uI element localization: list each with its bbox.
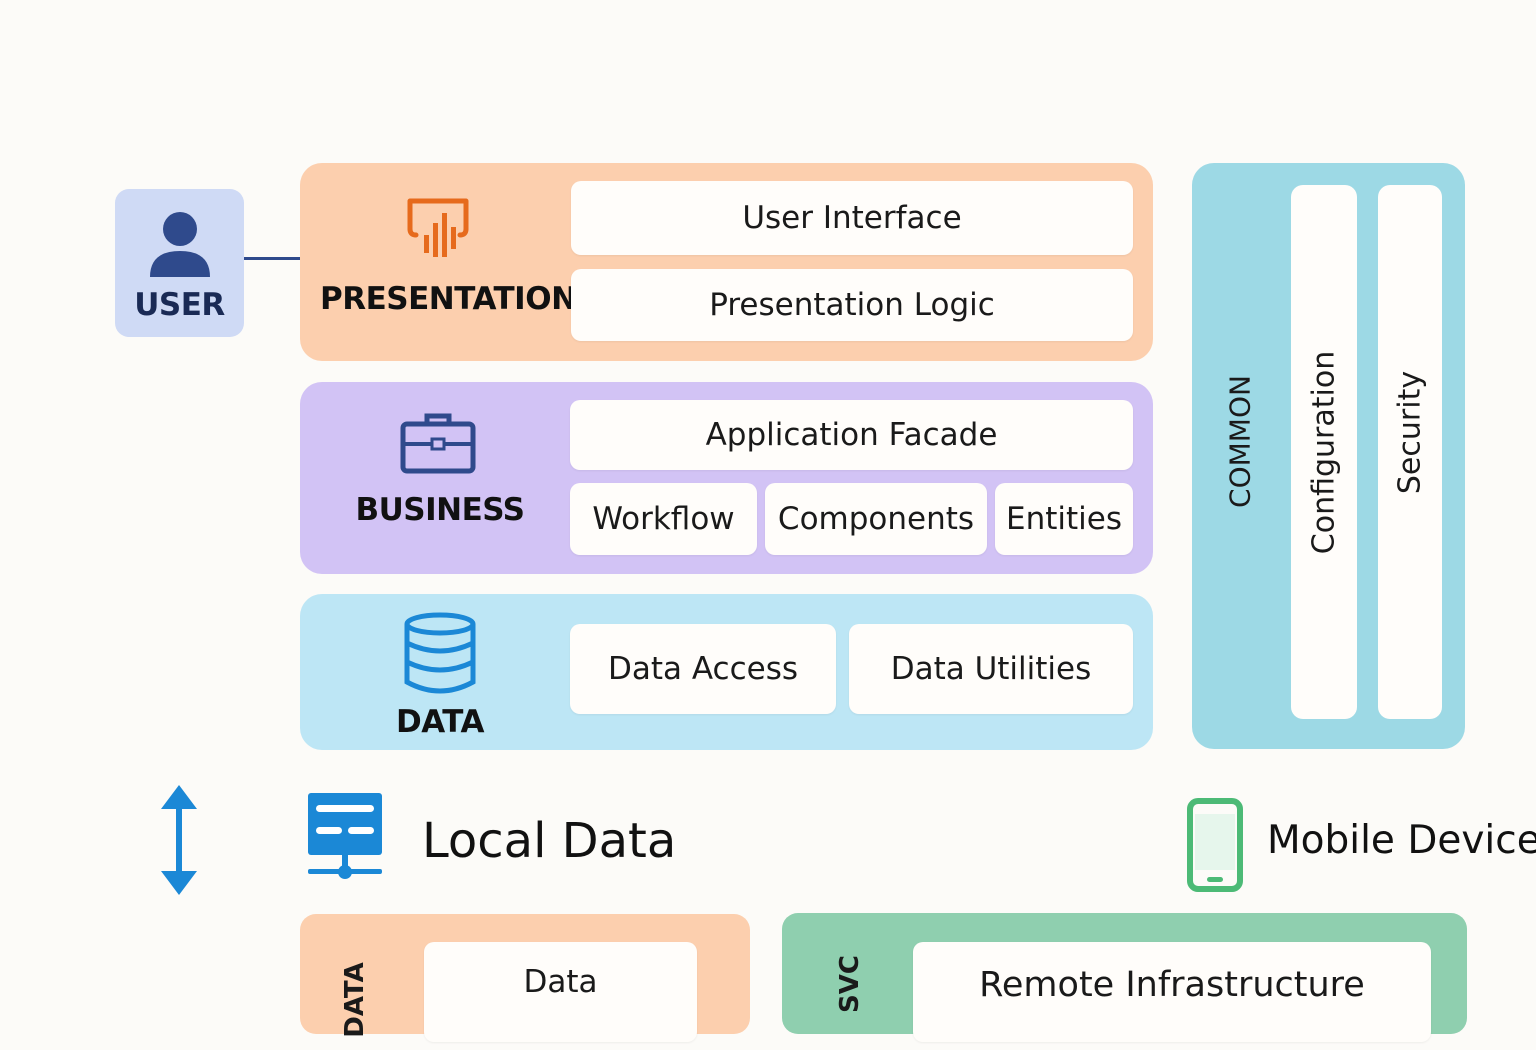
data-access-box: Data Access	[570, 624, 836, 714]
configuration-label: Configuration	[1306, 350, 1342, 555]
components-box: Components	[765, 483, 987, 555]
bottom-svc-panel: SVC Remote Infrastructure	[782, 913, 1467, 1042]
user-interface-box: User Interface	[571, 181, 1133, 255]
database-icon	[404, 612, 476, 694]
briefcase-icon	[400, 413, 476, 474]
security-label: Security	[1392, 370, 1428, 495]
smartphone-icon	[1187, 798, 1243, 892]
user-box: USER	[115, 189, 244, 337]
business-layer: BUSINESS Application Facade Workflow Com…	[300, 382, 1153, 574]
presentation-logic-box: Presentation Logic	[571, 269, 1133, 341]
security-column: Security	[1378, 185, 1442, 719]
user-connector-line	[244, 257, 301, 260]
presentation-label: PRESENTATION	[320, 281, 577, 317]
common-panel: COMMON Configuration Security	[1192, 163, 1465, 749]
local-data-label: Local Data	[422, 813, 677, 869]
remote-infrastructure-box: Remote Infrastructure	[913, 942, 1431, 1042]
user-label: USER	[134, 287, 225, 323]
svc-side-label: SVC	[835, 955, 865, 1013]
data-label: DATA	[395, 704, 485, 740]
workflow-box: Workflow	[570, 483, 757, 555]
bottom-data-side-label: DATA	[340, 962, 370, 1038]
common-label: COMMON	[1223, 375, 1257, 508]
bottom-data-panel: DATA Data	[300, 914, 750, 1042]
presentation-layer: PRESENTATION User Interface Presentation…	[300, 163, 1153, 361]
data-utilities-box: Data Utilities	[849, 624, 1133, 714]
data-layer: DATA Data Access Data Utilities	[300, 594, 1153, 750]
business-label: BUSINESS	[355, 492, 525, 528]
mobile-device-label: Mobile Device	[1267, 818, 1536, 863]
application-facade-box: Application Facade	[570, 400, 1133, 470]
configuration-column: Configuration	[1291, 185, 1357, 719]
person-icon	[150, 212, 210, 277]
bottom-data-box: Data	[424, 942, 697, 1042]
server-icon	[308, 793, 382, 879]
entities-box: Entities	[995, 483, 1133, 555]
vertical-double-arrow-icon	[161, 785, 197, 895]
chart-bars-icon	[407, 198, 469, 257]
